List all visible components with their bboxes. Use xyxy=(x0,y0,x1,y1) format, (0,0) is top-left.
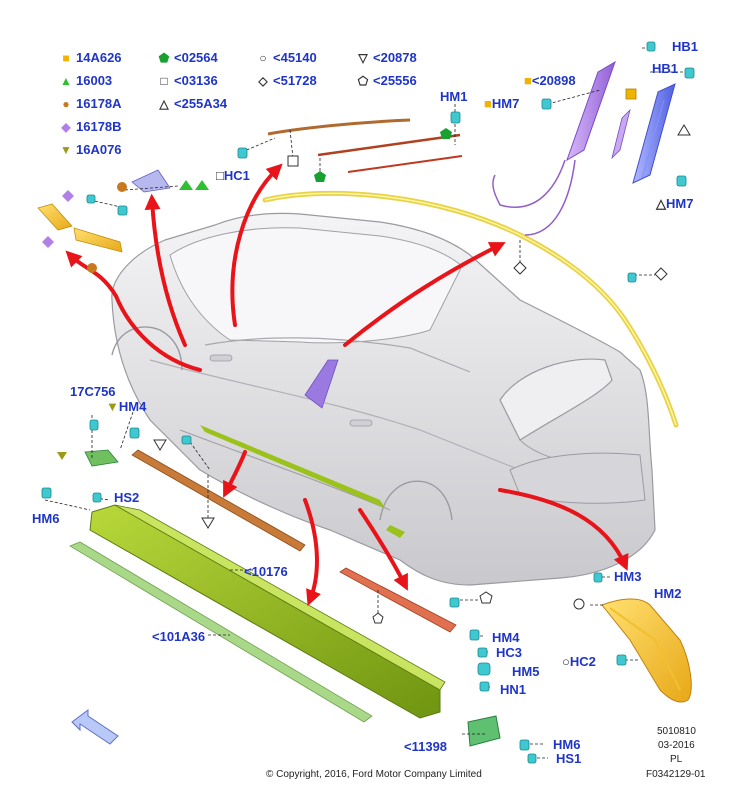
language-code: PL xyxy=(670,754,683,765)
callout-17c756: 17C756 xyxy=(70,384,116,399)
legend-item-16a076: ▼ 16A076 xyxy=(60,142,122,157)
copyright-notice: © Copyright, 2016, Ford Motor Company Li… xyxy=(266,769,482,780)
b-pillar-purple xyxy=(492,60,631,236)
legend-code: <02564 xyxy=(174,50,218,65)
square-filled-icon: ■ xyxy=(62,50,70,65)
callout-code: HM7 xyxy=(491,96,520,111)
triangle-outline-icon: △ xyxy=(656,196,666,211)
callout-hm5: HM5 xyxy=(512,664,540,679)
callout-hs1: HS1 xyxy=(556,751,582,766)
legend-item-45140: ○ <45140 xyxy=(257,50,317,65)
legend-item-02564: ⬟ <02564 xyxy=(158,50,218,65)
legend-code: 16178A xyxy=(76,96,122,111)
square-filled-icon: ■ xyxy=(524,73,532,88)
callout-20898: ■<20898 xyxy=(524,74,576,88)
reference-number: 5010810 xyxy=(657,726,696,737)
front-pillar-trims xyxy=(37,169,171,253)
callout-101a36: <101A36 xyxy=(152,629,206,644)
square-filled-icon: ■ xyxy=(484,96,492,111)
callout-hc1: □HC1 xyxy=(216,169,250,183)
roof-mouldings-brown xyxy=(267,118,463,173)
callout-hm7-left: ■HM7 xyxy=(484,97,519,111)
callout-code: HM4 xyxy=(118,399,147,414)
callout-code: HM7 xyxy=(666,196,694,211)
legend-code: 16A076 xyxy=(76,142,122,157)
diamond-filled-icon: ◆ xyxy=(61,119,71,134)
legend-code: <255A34 xyxy=(174,96,228,111)
pentagon-filled-icon: ⬟ xyxy=(158,50,170,65)
legend-item-16178a: ● 16178A xyxy=(60,96,122,111)
callout-hn1: HN1 xyxy=(500,682,527,697)
clips xyxy=(41,41,695,764)
legend-item-25556: ⬠ <25556 xyxy=(357,73,417,88)
circle-outline-icon: ○ xyxy=(259,50,267,65)
callout-hm1: HM1 xyxy=(440,89,468,104)
b-pillar-blue xyxy=(632,83,676,184)
callout-hm6-left: HM6 xyxy=(32,511,60,526)
callout-hm4-bottom: HM4 xyxy=(492,630,520,645)
square-outline-icon: □ xyxy=(160,73,168,88)
callout-hc3: HC3 xyxy=(496,645,523,660)
square-outline-icon: □ xyxy=(216,168,224,183)
bracket-green xyxy=(84,449,501,747)
legend-item-14a626: ■ 14A626 xyxy=(60,50,122,65)
callout-hm3: HM3 xyxy=(614,569,642,584)
rear-quarter-bracket xyxy=(601,598,692,703)
figure-id: F0342129-01 xyxy=(646,769,706,780)
legend-item-255a34: △ <255A34 xyxy=(158,96,227,111)
drawing-symbols xyxy=(42,124,691,624)
circle-outline-icon: ○ xyxy=(562,654,570,669)
legend-item-03136: □ <03136 xyxy=(158,73,218,88)
rocker-panel xyxy=(89,504,446,719)
callout-hm4-left: ▼HM4 xyxy=(106,400,146,414)
legend-code: <20878 xyxy=(373,50,417,65)
triangle-down-filled-icon: ▼ xyxy=(106,399,119,414)
legend-item-51728: ◇ <51728 xyxy=(257,73,317,88)
callout-hs2: HS2 xyxy=(114,490,140,505)
pentagon-outline-icon: ⬠ xyxy=(357,73,369,88)
legend-code: <25556 xyxy=(373,73,417,88)
callout-code: HC2 xyxy=(569,654,596,669)
vehicle-body xyxy=(111,212,656,586)
triangle-outline-icon: △ xyxy=(159,96,169,111)
door-mouldings xyxy=(131,449,457,633)
legend-code: 16178B xyxy=(76,119,122,134)
callout-hc2: ○HC2 xyxy=(562,655,596,669)
callout-code: <20898 xyxy=(531,73,576,88)
legend-item-16178b: ◆ 16178B xyxy=(60,119,122,134)
rocker-moulding-strip xyxy=(69,541,373,723)
callout-hm2: HM2 xyxy=(654,586,682,601)
diamond-outline-icon: ◇ xyxy=(258,73,268,88)
circle-filled-icon: ● xyxy=(62,96,70,111)
front-direction-arrow xyxy=(71,709,119,745)
roof-rail-yellow xyxy=(262,190,679,428)
triangle-filled-icon: ▲ xyxy=(60,73,72,88)
triangle-down-outline-icon: ▽ xyxy=(358,50,368,65)
callout-hm6-bottom: HM6 xyxy=(553,737,581,752)
red-arrows xyxy=(65,163,629,606)
legend-code: 16003 xyxy=(76,73,113,88)
legend-item-16003: ▲ 16003 xyxy=(60,73,112,88)
callout-code: HC1 xyxy=(223,168,250,183)
legend-code: <45140 xyxy=(273,50,317,65)
legend-code: <03136 xyxy=(174,73,218,88)
callout-10176: <10176 xyxy=(244,564,288,579)
legend-code: 14A626 xyxy=(76,50,122,65)
legend-code: <51728 xyxy=(273,73,317,88)
callout-hb1-top: HB1 xyxy=(672,39,699,54)
legend-item-20878: ▽ <20878 xyxy=(357,50,417,65)
issue-date: 03-2016 xyxy=(658,740,695,751)
callout-hb1-mid: HB1 xyxy=(652,61,679,76)
triangle-down-filled-icon: ▼ xyxy=(60,142,72,157)
callout-11398: <11398 xyxy=(404,739,448,754)
callout-hm7-right: △HM7 xyxy=(656,197,693,211)
